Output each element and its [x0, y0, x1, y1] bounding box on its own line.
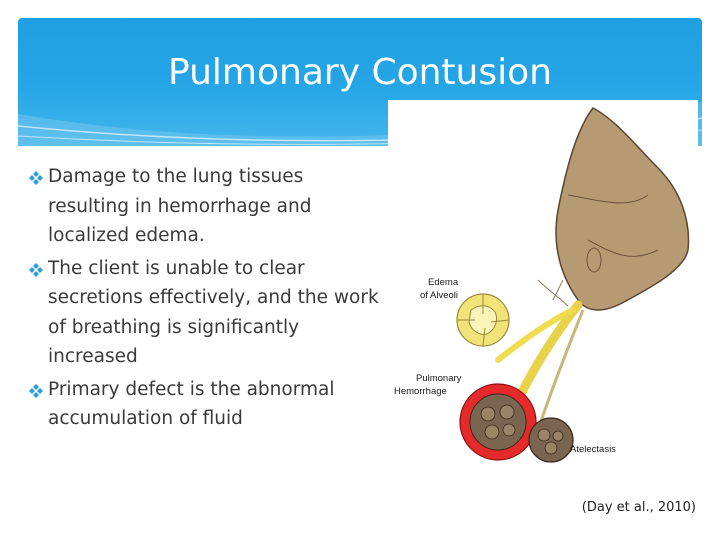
bullet-text: Primary defect is the abnormal accumulat…	[48, 378, 335, 430]
bronchus-main	[513, 300, 583, 405]
diamond-bullet-icon	[29, 171, 43, 185]
citation: (Day et al., 2010)	[581, 500, 696, 515]
lung-contusion-illustration: Edema of Alveoli Pulmonary Hemorrhage At…	[388, 100, 698, 492]
edema-alveoli	[456, 293, 510, 347]
bullet-item: Damage to the lung tissues resulting in …	[28, 162, 388, 251]
lung-diagram: Edema of Alveoli Pulmonary Hemorrhage At…	[394, 107, 690, 463]
diamond-bullet-icon	[29, 262, 43, 277]
diamond-bullet-icon	[29, 383, 43, 398]
hemorrhage-alveoli	[459, 383, 537, 461]
bullet-text: The client is unable to clear secretions…	[48, 257, 379, 368]
label-atelectasis: Atelectasis	[570, 444, 616, 455]
bronchus-branch	[495, 307, 576, 363]
title-banner	[18, 18, 702, 146]
bullet-item: Primary defect is the abnormal accumulat…	[28, 375, 388, 434]
lung-lobe	[555, 107, 690, 311]
label-hemorrhage-line1: Pulmonary	[416, 373, 462, 384]
bullet-text: Damage to the lung tissues resulting in …	[48, 166, 312, 246]
slide-title: Pulmonary Contusion	[168, 52, 552, 93]
bullet-item: The client is unable to clear secretions…	[28, 254, 388, 372]
atelectasis-alveoli	[528, 417, 574, 463]
label-hemorrhage-line2: Hemorrhage	[394, 386, 447, 397]
bullet-list: Damage to the lung tissues resulting in …	[28, 162, 388, 437]
label-edema-line1: Edema	[428, 277, 459, 288]
label-edema-line2: of Alveoli	[420, 290, 458, 301]
